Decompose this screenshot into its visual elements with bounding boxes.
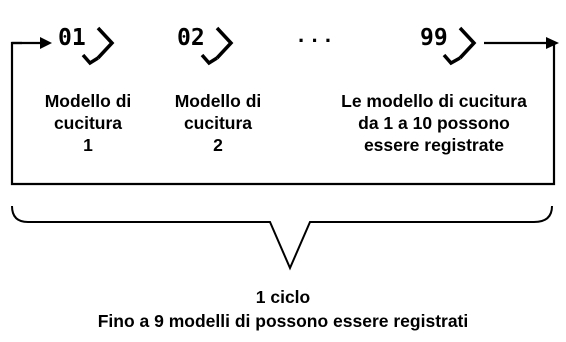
step-badge-icon-99	[442, 26, 477, 66]
cycle-caption: 1 ciclo Fino a 9 modelli di possono esse…	[0, 286, 566, 332]
cycle-title: 1 ciclo	[255, 287, 311, 307]
step-number-01: 01	[58, 25, 86, 51]
step-label-99: Le modello di cucitura da 1 a 10 possono…	[341, 91, 527, 155]
ellipsis: · · ·	[298, 28, 333, 53]
step-number-02: 02	[177, 25, 205, 51]
step-number-99: 99	[420, 25, 448, 51]
cycle-brace	[11, 205, 553, 271]
step-badge-icon-02	[200, 26, 234, 66]
cycle-subtitle: Fino a 9 modelli di possono essere regis…	[97, 311, 469, 331]
step-label-1: Modello di cucitura 1	[44, 91, 132, 155]
exit-arrow-head	[546, 37, 559, 49]
step-label-2: Modello di cucitura 2	[174, 91, 262, 155]
entry-arrow-head	[40, 37, 52, 49]
step-badge-icon-01	[81, 26, 115, 66]
